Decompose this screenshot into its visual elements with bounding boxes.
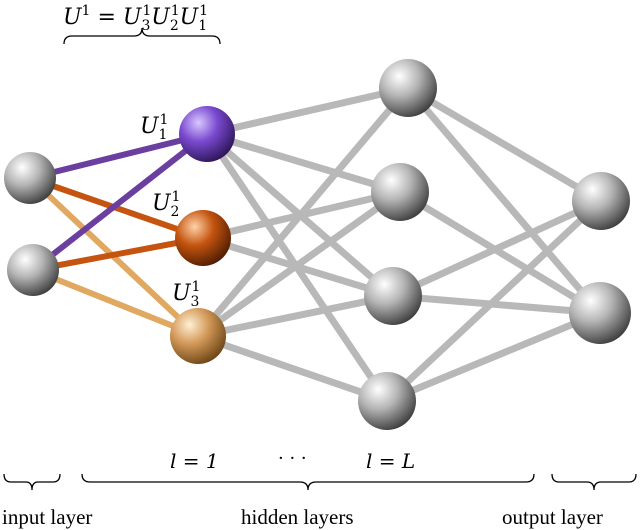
edge-h2n1-o2 <box>405 85 603 316</box>
hidden-node-u2 <box>175 210 231 266</box>
output-node-1 <box>572 172 630 230</box>
hidden2-node-2 <box>371 163 429 221</box>
edges-group <box>27 84 604 405</box>
layer-index-first: l = 1 <box>170 449 219 473</box>
input-brace <box>3 473 61 491</box>
edge-u3-h2n1 <box>195 85 411 339</box>
formula-equation: U1 = U31U21U11 <box>63 3 208 34</box>
edge-u1-h2n1 <box>206 84 409 138</box>
node-label-u2: U21 <box>152 189 180 220</box>
edge-h2n3-o2 <box>392 292 601 317</box>
edge-h2n3-o1 <box>391 197 603 300</box>
output-brace <box>551 473 637 491</box>
hidden2-node-1 <box>379 59 437 117</box>
layer-index-dots: · · · <box>278 448 307 469</box>
layer-index-last: l = L <box>366 449 415 473</box>
input-layer-label: input layer <box>2 505 92 529</box>
node-label-u3: U31 <box>172 279 200 310</box>
hidden-brace <box>81 473 535 491</box>
input-node-2 <box>7 244 59 296</box>
edge-u1-h2n2 <box>205 130 402 196</box>
hidden-node-u1 <box>179 106 235 162</box>
input-node-1 <box>4 152 56 204</box>
edge-u3-h2n3 <box>197 292 394 340</box>
output-layer-label: output layer <box>502 505 603 529</box>
edge-h2n4-o2 <box>385 309 602 405</box>
nodes-group <box>4 59 631 430</box>
edge-h2n1-o1 <box>406 84 603 205</box>
edge-in2-u3 <box>31 267 200 339</box>
formula-brace <box>63 27 221 45</box>
hidden-node-u3 <box>170 308 226 364</box>
edge-u3-h2n2 <box>195 189 403 339</box>
output-node-2 <box>569 282 631 344</box>
hidden2-node-4 <box>358 372 416 430</box>
edge-h2n2-o2 <box>398 189 602 316</box>
edge-in2-u2 <box>32 235 204 273</box>
edge-u3-h2n4 <box>196 332 389 405</box>
edge-in1-u1 <box>29 131 208 181</box>
edge-in2-u1 <box>31 131 209 273</box>
node-label-u1: U11 <box>140 112 168 143</box>
hidden-layers-label: hidden layers <box>241 505 354 529</box>
edge-h2n4-o1 <box>384 198 604 404</box>
hidden2-node-3 <box>364 267 422 325</box>
